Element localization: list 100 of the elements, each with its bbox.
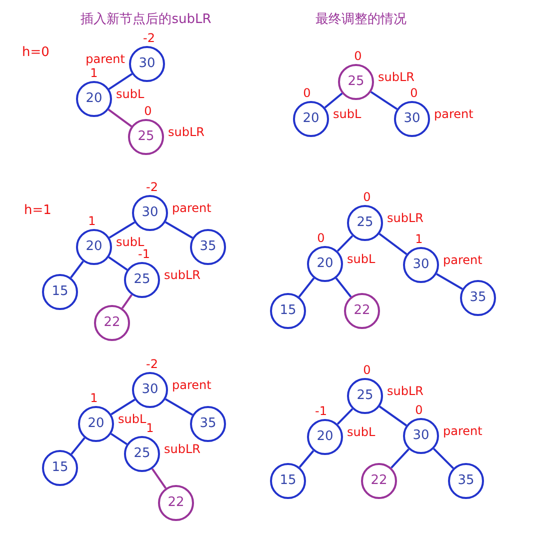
- tree-edge: [151, 468, 167, 489]
- tree-edge: [324, 92, 343, 108]
- tree-edge: [370, 91, 398, 110]
- tree-edge: [298, 450, 314, 468]
- pointer-label: subL: [116, 87, 144, 101]
- pointer-label: subL: [347, 252, 376, 266]
- balance-factor: 0: [316, 231, 326, 245]
- pointer-label: subL: [333, 107, 362, 121]
- tree-node-circle: [42, 274, 78, 310]
- tree-edge: [336, 408, 354, 425]
- node-value: 25: [356, 387, 374, 405]
- node-value: 25: [132, 445, 152, 463]
- tree-node-circle: [361, 463, 397, 499]
- node-value: 25: [346, 73, 366, 91]
- tree-edge: [378, 233, 408, 255]
- pointer-label: parent: [172, 201, 212, 215]
- node-value: 35: [198, 238, 218, 256]
- node-value: 22: [370, 472, 388, 490]
- node-value: 30: [402, 110, 422, 128]
- height-label: h=0: [22, 45, 50, 61]
- node-value: 15: [278, 302, 298, 320]
- balance-factor: 1: [89, 391, 99, 405]
- tree-edge: [165, 398, 193, 416]
- node-value: 30: [140, 204, 160, 222]
- balance-factor: 0: [362, 363, 372, 377]
- tree-node-circle: [344, 293, 380, 329]
- tree-edge: [379, 406, 407, 426]
- tree-edge: [70, 437, 86, 455]
- node-value: 15: [278, 472, 298, 490]
- tree-node-circle: [460, 280, 496, 316]
- pointer-label: parent: [443, 424, 482, 438]
- tree-edge: [108, 221, 136, 239]
- tree-edge: [335, 277, 352, 298]
- node-value: 25: [356, 214, 374, 232]
- column-heading: 最终调整的情况: [316, 12, 406, 28]
- pointer-label: subLR: [164, 268, 200, 282]
- node-value: 20: [316, 255, 334, 273]
- tree-node-circle: [270, 293, 306, 329]
- pointer-label: parent: [434, 107, 474, 121]
- tree-edge: [108, 108, 132, 128]
- pointer-label: subL: [118, 412, 146, 426]
- node-value: 20: [84, 238, 104, 256]
- balance-factor: 1: [146, 421, 155, 435]
- balance-factor: 0: [409, 86, 419, 100]
- balance-factor: 1: [414, 232, 424, 246]
- node-value: 15: [50, 283, 70, 301]
- pointer-label: parent: [172, 378, 212, 392]
- balance-factor: 0: [353, 49, 363, 63]
- tree-edge: [110, 432, 128, 446]
- pointer-label: subLR: [387, 211, 424, 225]
- pointer-label: subLR: [168, 125, 204, 139]
- balance-factor: 1: [87, 214, 97, 228]
- balance-factor: -2: [142, 31, 156, 45]
- node-value: 30: [412, 427, 430, 445]
- pointer-label: subLR: [387, 384, 424, 398]
- tree-edge: [298, 277, 315, 298]
- node-value: 20: [84, 90, 104, 108]
- balance-factor: 1: [89, 66, 99, 80]
- balance-factor: 0: [302, 86, 312, 100]
- tree-edge: [433, 448, 454, 469]
- node-value: 22: [352, 302, 372, 320]
- height-label: h=1: [24, 203, 52, 219]
- node-value: 20: [302, 110, 320, 128]
- pointer-label: subLR: [164, 442, 200, 456]
- node-value: 30: [138, 55, 156, 73]
- balance-factor: 0: [414, 403, 424, 417]
- node-value: 35: [198, 415, 218, 433]
- column-heading: 插入新节点后的subLR: [80, 12, 212, 28]
- node-value: 35: [468, 289, 488, 307]
- pointer-label: parent: [443, 253, 482, 267]
- balance-factor: -2: [145, 357, 159, 371]
- tree-edge: [436, 273, 463, 290]
- node-value: 30: [140, 381, 160, 399]
- tree-node-circle: [158, 485, 194, 521]
- node-value: 20: [316, 428, 334, 446]
- tree-node-circle: [190, 229, 226, 265]
- pointer-label: parent: [86, 52, 125, 66]
- node-value: 22: [102, 314, 122, 332]
- balance-factor: -2: [145, 180, 159, 194]
- node-value: 25: [132, 271, 152, 289]
- tree-node-circle: [270, 463, 306, 499]
- tree-node-circle: [448, 463, 484, 499]
- balance-factor: -1: [137, 247, 151, 261]
- balance-factor: -1: [314, 404, 328, 418]
- tree-edge: [336, 235, 354, 252]
- tree-edge: [70, 260, 84, 278]
- pointer-label: subLR: [378, 70, 414, 84]
- balance-factor: 0: [143, 104, 153, 118]
- tree-node-circle: [190, 406, 226, 442]
- balance-factor: 0: [362, 190, 372, 204]
- tree-node-circle: [42, 450, 78, 486]
- node-value: 25: [136, 128, 156, 146]
- tree-edge: [108, 73, 133, 90]
- pointer-label: subL: [347, 425, 376, 439]
- node-value: 20: [86, 415, 106, 433]
- tree-edge: [110, 398, 136, 416]
- node-value: 22: [166, 494, 186, 512]
- tree-edge: [108, 256, 128, 271]
- pointer-label: subL: [116, 235, 144, 249]
- tree-node-circle: [94, 305, 130, 341]
